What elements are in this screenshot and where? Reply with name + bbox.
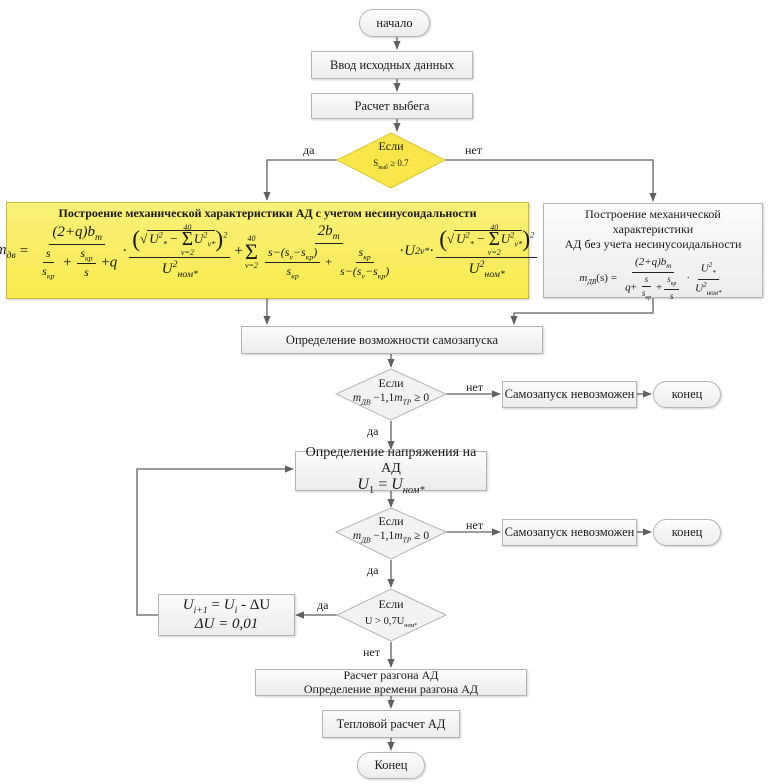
edge-decision1-no	[445, 159, 657, 202]
end2-terminal: конец	[653, 519, 721, 546]
self-start-check-label: Определение возможности самозапуска	[285, 332, 499, 347]
end-final-label: Конец	[374, 758, 408, 772]
end1-label: конец	[671, 387, 703, 401]
voltage-title: Определение напряжения на АД	[305, 445, 477, 476]
decision1-no-label: нет	[465, 143, 482, 157]
thermal-calc-label: Тепловой расчет АД	[336, 716, 446, 731]
decision3-condition: mДВ −1,1mТР ≥ 0	[352, 530, 430, 545]
input-data-box: Ввод исходных данных	[311, 51, 473, 79]
edge-step-loop	[136, 465, 294, 616]
decision1-title: Если	[378, 139, 404, 153]
decision2-diamond	[334, 368, 448, 421]
impossible1-box: Самозапуск невозможен	[502, 381, 637, 408]
decision1-text: Если Sвыб ≥ 0.7	[345, 139, 437, 172]
decision2-condition: mДВ −1,1mТР ≥ 0	[352, 392, 430, 407]
voltage-formula: U1 = Uном*	[357, 476, 425, 497]
decision4-yes-label: да	[317, 598, 329, 612]
end1-terminal: конец	[653, 381, 721, 408]
impossible1-label: Самозапуск невозможен	[504, 387, 635, 401]
nonsinus-characteristic-box: Построение механической характеристики А…	[0, 202, 538, 299]
decision3-diamond	[334, 507, 448, 560]
decision4-no-label: нет	[363, 645, 380, 659]
voltage-step-box: Ui+1 = Ui - ΔU ΔU = 0,01	[158, 594, 295, 636]
decision3-no-label: нет	[466, 518, 483, 532]
edge-sinus-check	[510, 298, 654, 325]
end-final-terminal: Конец	[357, 752, 425, 779]
acceleration-box: Расчет разгона АД Определение времени ра…	[255, 667, 527, 696]
decision1-diamond	[335, 132, 447, 189]
decision4-text: Если U > 0,7Uном*	[346, 597, 436, 631]
acceleration-line2: Определение времени разгона АД	[303, 681, 479, 696]
coast-calc-box: Расчет выбега	[311, 93, 473, 119]
thermal-calc-box: Тепловой расчет АД	[322, 710, 460, 738]
decision1-yes-label: да	[303, 143, 315, 157]
decision4-condition: U > 0,7Uном*	[364, 616, 418, 630]
decision3-title: Если	[378, 514, 404, 528]
decision4-diamond	[335, 588, 448, 642]
end2-label: конец	[671, 525, 703, 539]
decision1-condition: Sвыб ≥ 0.7	[373, 158, 409, 171]
start-terminal: начало	[359, 9, 430, 37]
voltage-step-formula: Ui+1 = Ui - ΔU	[182, 596, 271, 616]
decision2-text: Если mДВ −1,1mТР ≥ 0	[341, 376, 441, 407]
start-label: начало	[376, 15, 413, 30]
decision3-yes-label: да	[367, 563, 379, 577]
voltage-step-delta: ΔU = 0,01	[194, 615, 259, 632]
decision2-yes-label: да	[367, 424, 379, 438]
decision4-title: Если	[378, 597, 404, 611]
edge-decision1-yes	[263, 159, 338, 201]
input-data-label: Ввод исходных данных	[329, 57, 455, 72]
sinus-title-line2: АД без учета несинусоидальности	[564, 237, 742, 251]
sinus-characteristic-box: Построение механической характеристики А…	[543, 203, 763, 301]
sinus-title-line1: Построение механической характеристики	[585, 207, 721, 236]
nonsinus-title: Построение механической характеристики А…	[58, 206, 477, 220]
impossible2-box: Самозапуск невозможен	[502, 519, 637, 546]
self-start-check-box: Определение возможности самозапуска	[241, 326, 543, 354]
decision2-title: Если	[378, 376, 404, 390]
decision3-text: Если mДВ −1,1mТР ≥ 0	[341, 514, 441, 545]
impossible2-label: Самозапуск невозможен	[504, 525, 635, 539]
acceleration-line1: Расчет разгона АД	[343, 667, 439, 682]
coast-calc-label: Расчет выбега	[354, 98, 430, 113]
decision2-no-label: нет	[466, 380, 483, 394]
voltage-box: Определение напряжения на АД U1 = Uном*	[295, 445, 487, 496]
